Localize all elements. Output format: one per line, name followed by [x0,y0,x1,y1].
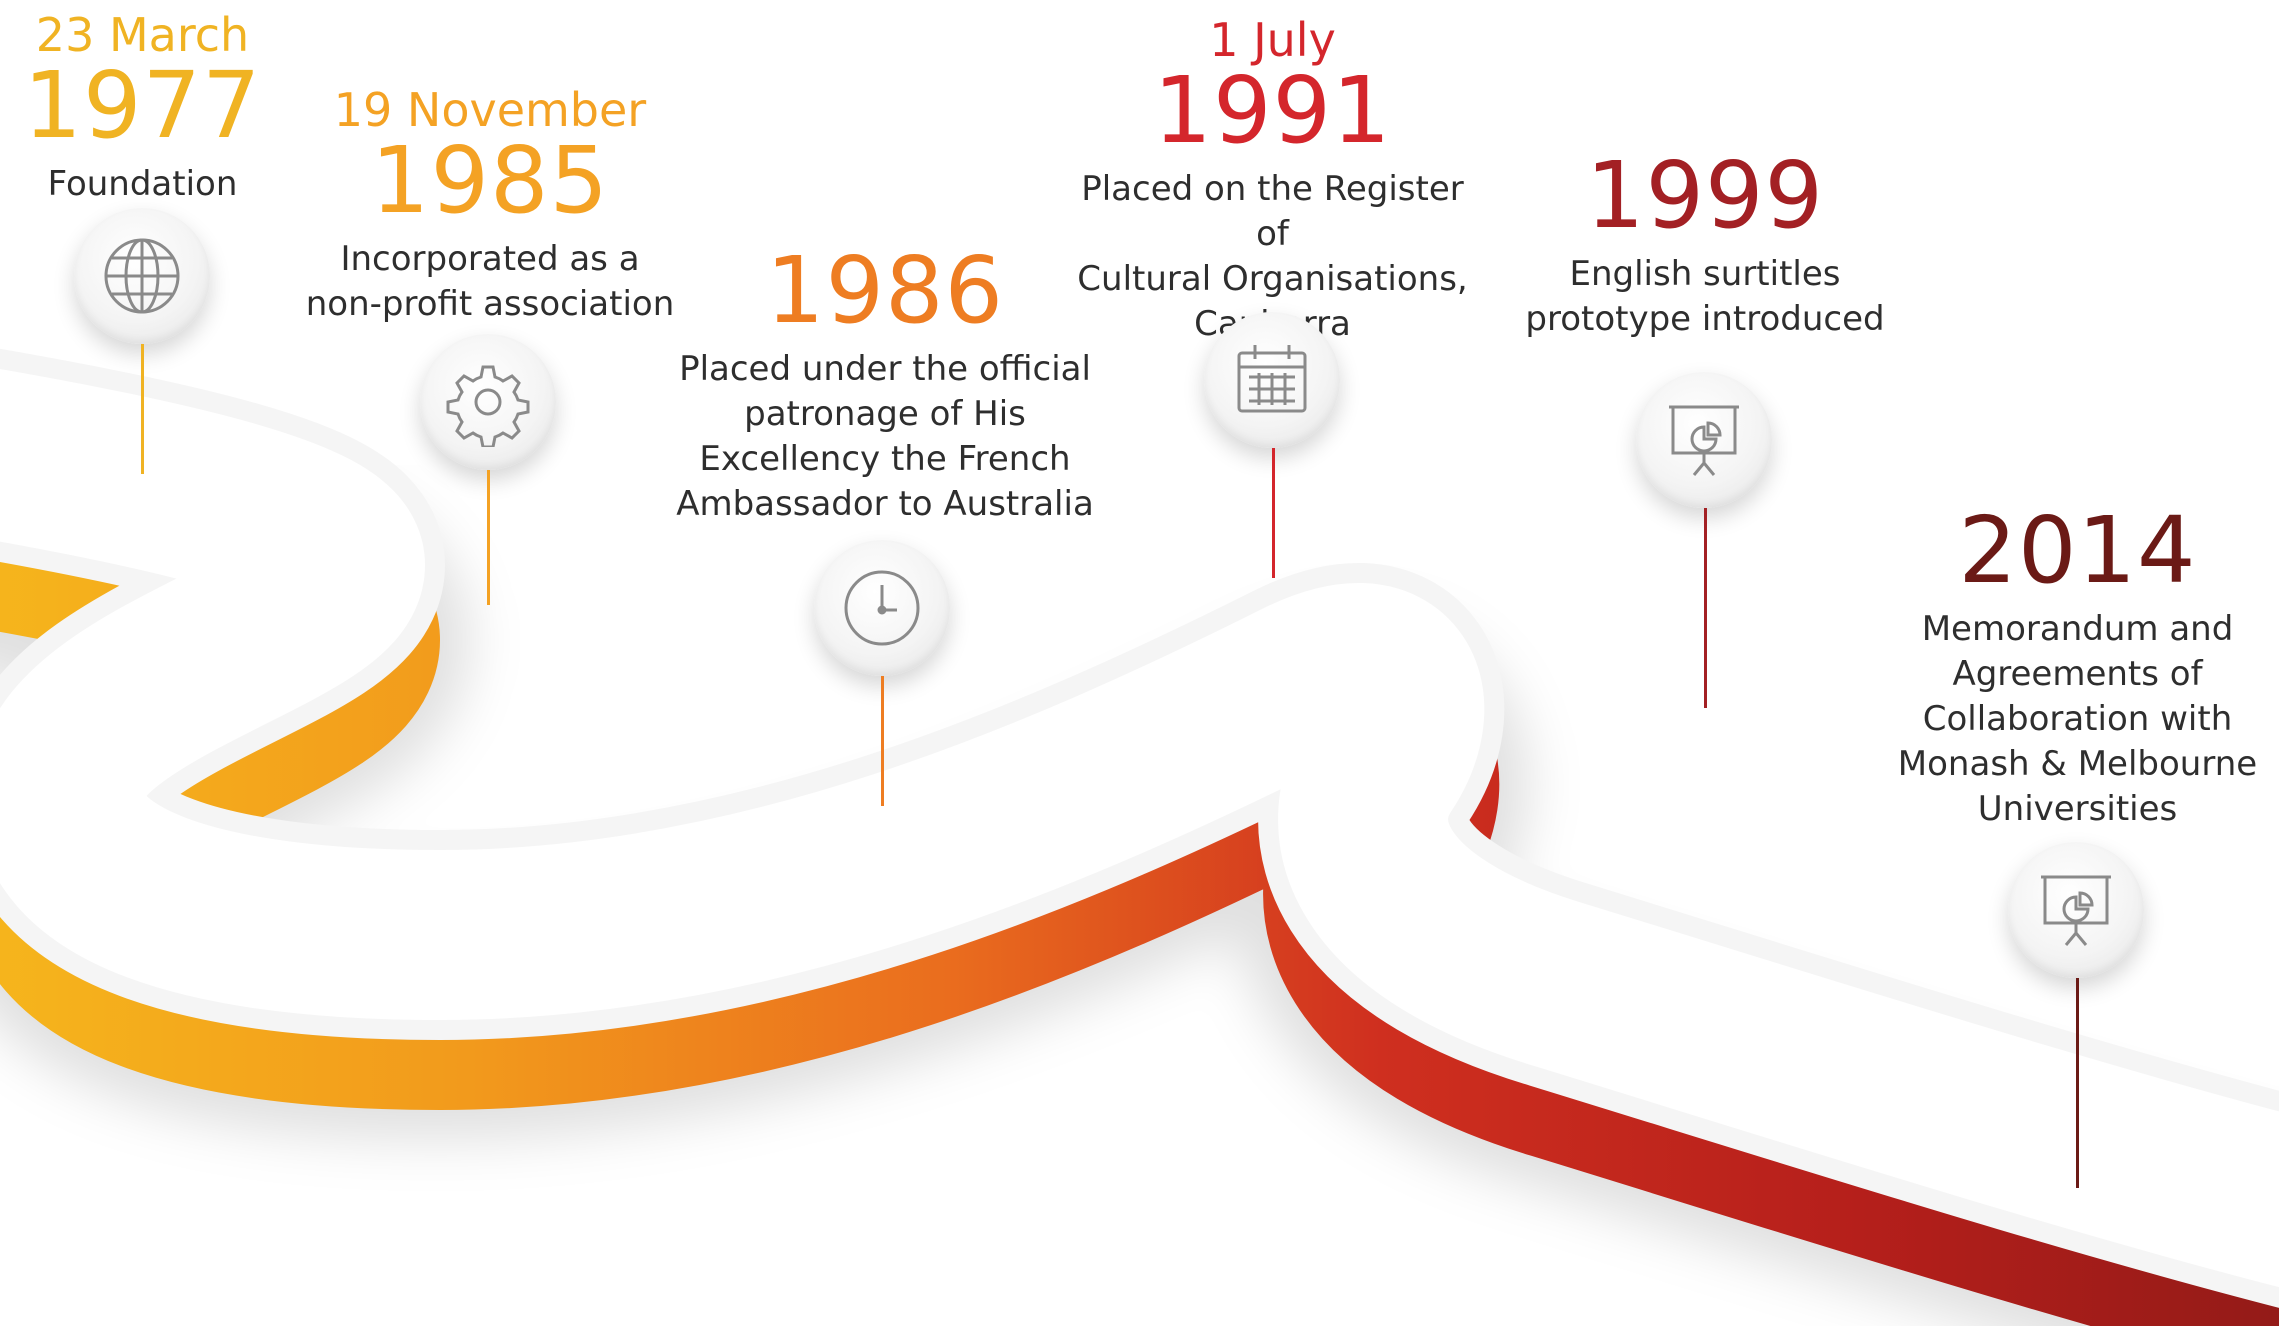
milestone-description-line: Cultural Organisations, [1077,259,1468,299]
milestone-stem-1986 [881,676,884,806]
milestone-description: Incorporated as a non-profit association [300,237,680,327]
presentation-chart-icon [1636,372,1772,508]
milestone-year: 1985 [370,127,610,234]
milestone-1985: 19 November 1985 Incorporated as a non-p… [300,85,680,327]
milestone-2014: 2014 Memorandum and Agreements of Collab… [1880,505,2275,832]
milestone-description: Memorandum and Agreements of Collaborati… [1880,607,2275,832]
milestone-description-line: Monash & Melbourne [1897,744,2258,784]
milestone-1999: 1999 English surtitles prototype introdu… [1520,150,1890,342]
milestone-stem-2014 [2076,978,2079,1188]
milestone-date: 1 July [1209,13,1336,67]
milestone-description-line: Foundation [47,164,238,204]
milestone-description-line: patronage of His [744,394,1026,434]
milestone-stem-1991 [1272,448,1275,578]
milestone-1977: 23 March 1977 Foundation [20,10,265,207]
milestone-description-line: Ambassador to Australia [676,484,1094,524]
milestone-description-line: Universities [1977,789,2178,829]
milestone-stem-1985 [487,470,490,605]
milestone-description-line: English surtitles [1569,254,1841,294]
milestone-description-line: Incorporated as a [340,239,640,279]
milestone-description: Placed under the official patronage of H… [670,347,1100,527]
milestone-description-line: prototype introduced [1525,299,1885,339]
gear-icon [420,334,556,470]
milestone-description: Foundation [20,162,265,207]
milestone-stem-1977 [141,344,144,474]
milestone-year: 1999 [1585,142,1825,249]
milestone-description-line: Placed under the official [679,349,1091,389]
milestone-1986: 1986 Placed under the official patronage… [670,245,1100,527]
milestone-year: 1991 [1153,57,1392,164]
milestone-year: 2014 [1958,497,2197,604]
milestone-description-line: Memorandum and [1921,609,2234,649]
milestone-year: 1986 [765,237,1005,344]
calendar-icon [1204,312,1340,448]
milestone-description-line: Placed on the Register of [1081,169,1464,254]
milestone-description-line: non-profit association [305,284,675,324]
globe-icon [74,208,210,344]
milestone-description: English surtitles prototype introduced [1520,252,1890,342]
milestone-year: 1977 [23,52,262,159]
presentation-chart-icon [2008,842,2144,978]
milestone-stem-1999 [1704,508,1707,708]
milestone-description-line: Excellency the French [699,439,1071,479]
clock-icon [814,540,950,676]
milestone-date: 19 November [333,83,647,137]
milestone-description-line: Agreements of [1952,654,2203,694]
milestone-date: 23 March [35,8,250,62]
milestone-1991: 1 July 1991 Placed on the Register of Cu… [1060,15,1485,347]
milestone-description-line: Collaboration with [1922,699,2233,739]
